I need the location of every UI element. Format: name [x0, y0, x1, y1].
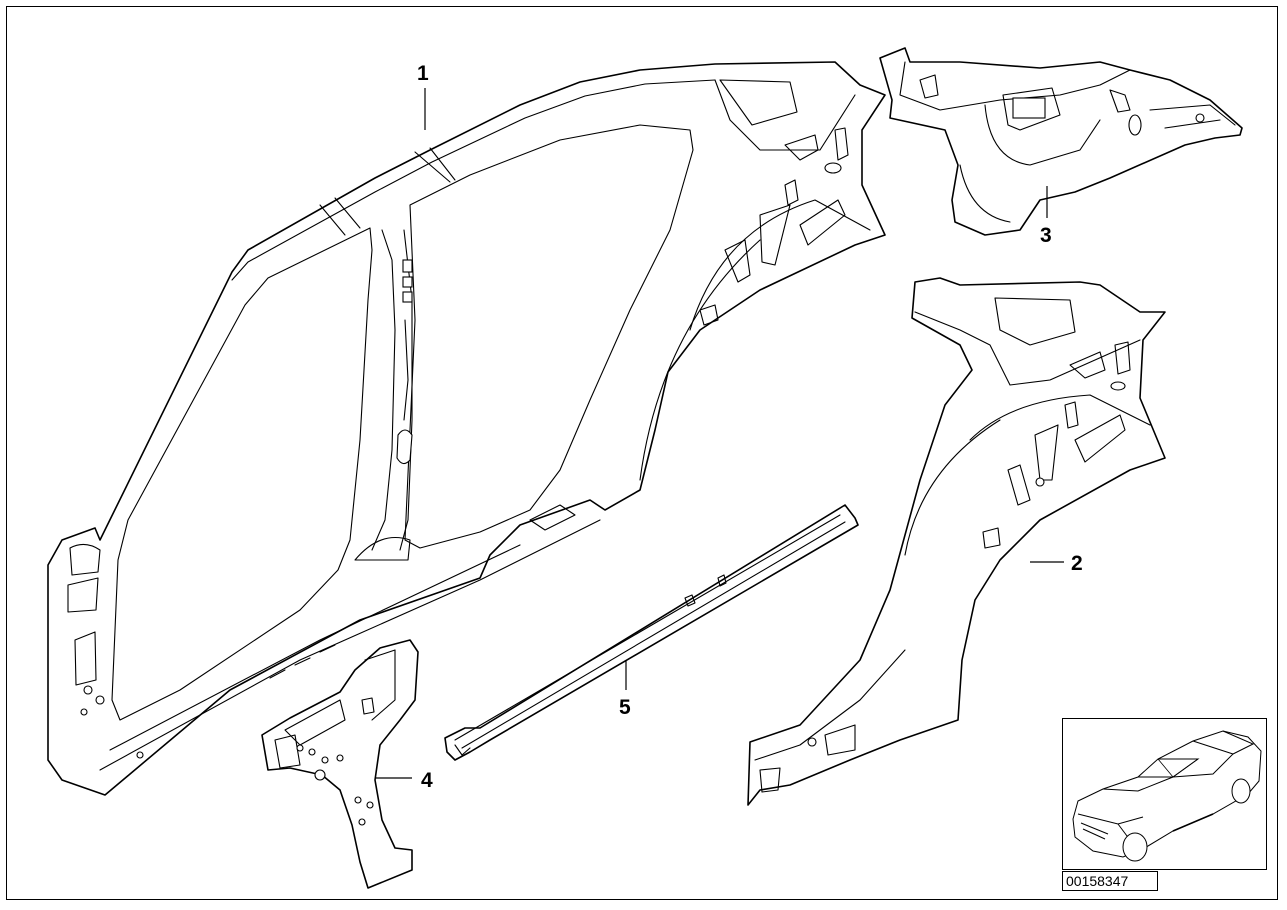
vehicle-thumbnail [1062, 718, 1267, 870]
part-5-sill-strip[interactable] [444, 504, 859, 761]
diagram-reference-number: 00158347 [1062, 871, 1158, 891]
callout-5: 5 [619, 696, 631, 719]
part-3-inner-panel[interactable] [879, 47, 1243, 236]
part-1-side-frame[interactable] [47, 61, 886, 796]
diagram-frame [6, 6, 1278, 900]
car-outline-icon [1072, 730, 1262, 862]
part-4-pillar-reinforcement[interactable] [261, 639, 419, 889]
callout-4: 4 [421, 769, 433, 792]
callout-3: 3 [1040, 224, 1052, 247]
part-2-quarter-panel[interactable] [747, 277, 1166, 806]
callout-1: 1 [417, 62, 429, 85]
callout-2: 2 [1071, 552, 1083, 575]
